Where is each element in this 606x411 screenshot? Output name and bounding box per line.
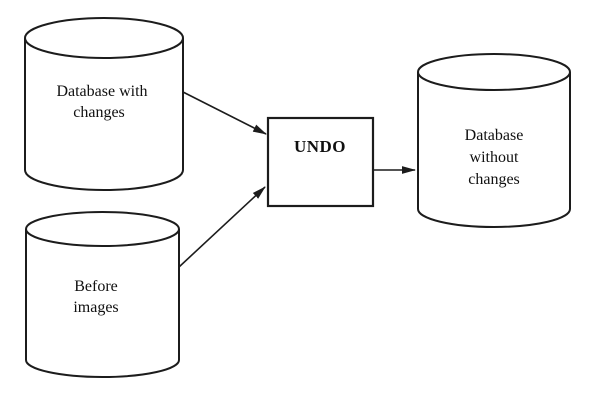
- cylinder-top-ellipse: [417, 53, 571, 91]
- cylinder-body: [24, 38, 184, 191]
- database-without-changes-label-line3: changes: [468, 171, 520, 188]
- cylinder-body: [417, 72, 571, 228]
- database-with-changes-label-line2: changes: [73, 104, 125, 121]
- arrow-db-with-changes-to-undo: [182, 91, 267, 135]
- cylinder-top-ellipse: [24, 17, 184, 59]
- undo-box-rect: [266, 116, 375, 208]
- database-without-changes-cylinder: Database without changes: [417, 53, 571, 228]
- database-without-changes-label-line2: without: [470, 149, 519, 166]
- cylinder-top-ellipse: [25, 211, 180, 247]
- undo-label: UNDO: [294, 137, 346, 156]
- before-images-label-line2: images: [73, 299, 118, 316]
- before-images-cylinder: Before images: [25, 211, 180, 378]
- database-with-changes-cylinder: Database with changes: [24, 17, 184, 191]
- before-images-label-line1: Before: [74, 278, 118, 295]
- undo-process-box: UNDO: [266, 116, 375, 208]
- arrow-before-images-to-undo: [178, 186, 266, 268]
- database-with-changes-label-line1: Database with: [56, 83, 147, 100]
- cylinder-body: [25, 229, 180, 378]
- database-without-changes-label-line1: Database: [465, 127, 524, 144]
